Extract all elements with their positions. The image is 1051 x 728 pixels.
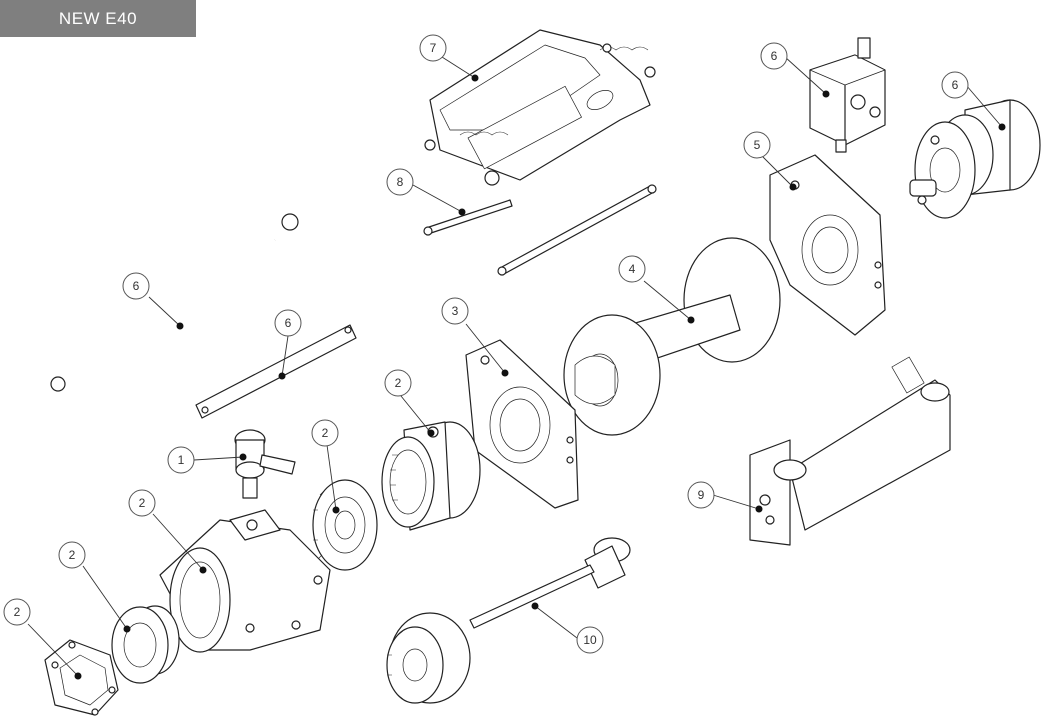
part-roller-fairlead bbox=[749, 356, 951, 546]
callout-10: 10 bbox=[576, 626, 604, 654]
part-rod-upper bbox=[423, 199, 513, 236]
callout-2-ring-gear: 2 bbox=[384, 369, 412, 397]
svg-text:2: 2 bbox=[69, 548, 76, 562]
svg-text:6: 6 bbox=[285, 316, 292, 330]
part-flat-bar bbox=[195, 324, 357, 419]
callout-6-motor: 6 bbox=[941, 71, 969, 99]
svg-text:10: 10 bbox=[583, 633, 597, 647]
svg-text:6: 6 bbox=[771, 49, 778, 63]
callout-4: 4 bbox=[618, 255, 646, 283]
callout-2-planet-gear: 2 bbox=[311, 419, 339, 447]
part-end-cap bbox=[44, 639, 119, 716]
part-flange-plate bbox=[465, 339, 579, 509]
part-valve-block bbox=[809, 37, 886, 153]
callout-6-tie-rod: 6 bbox=[122, 272, 150, 300]
callout-1: 1 bbox=[167, 446, 195, 474]
part-ring-gear bbox=[381, 421, 481, 531]
callout-7: 7 bbox=[419, 34, 447, 62]
callout-5: 5 bbox=[743, 131, 771, 159]
part-hydraulic-motor bbox=[909, 99, 1041, 219]
callout-6-flat-bar: 6 bbox=[274, 309, 302, 337]
svg-text:4: 4 bbox=[629, 262, 636, 276]
callout-6-valve: 6 bbox=[760, 42, 788, 70]
svg-text:2: 2 bbox=[139, 496, 146, 510]
callout-9: 9 bbox=[687, 481, 715, 509]
part-planet-gear bbox=[312, 479, 378, 571]
svg-text:1: 1 bbox=[178, 453, 185, 467]
part-gearbox-housing bbox=[159, 509, 331, 653]
part-clutch-lever bbox=[234, 429, 296, 499]
svg-text:2: 2 bbox=[322, 426, 329, 440]
model-tag: NEW E40 bbox=[0, 0, 196, 37]
part-rod-middle bbox=[497, 184, 657, 276]
part-cable-drum bbox=[563, 237, 781, 436]
callout-3: 3 bbox=[441, 297, 469, 325]
leader-lines bbox=[27, 56, 1006, 680]
svg-text:9: 9 bbox=[698, 488, 705, 502]
callout-2-housing: 2 bbox=[128, 489, 156, 517]
callout-8: 8 bbox=[386, 168, 414, 196]
callout-2-end-cap: 2 bbox=[3, 598, 31, 626]
part-end-bracket bbox=[769, 154, 886, 336]
part-bearing-ring bbox=[111, 605, 180, 684]
svg-text:3: 3 bbox=[452, 304, 459, 318]
part-drive-shaft bbox=[386, 537, 631, 704]
svg-text:6: 6 bbox=[952, 78, 959, 92]
svg-text:5: 5 bbox=[754, 138, 761, 152]
svg-text:2: 2 bbox=[14, 605, 21, 619]
part-tie-rod bbox=[50, 213, 299, 392]
callout-2-bearing: 2 bbox=[58, 541, 86, 569]
svg-text:2: 2 bbox=[395, 376, 402, 390]
svg-text:6: 6 bbox=[133, 279, 140, 293]
part-frame-assembly bbox=[424, 29, 656, 186]
svg-text:8: 8 bbox=[397, 175, 404, 189]
svg-text:7: 7 bbox=[430, 41, 437, 55]
